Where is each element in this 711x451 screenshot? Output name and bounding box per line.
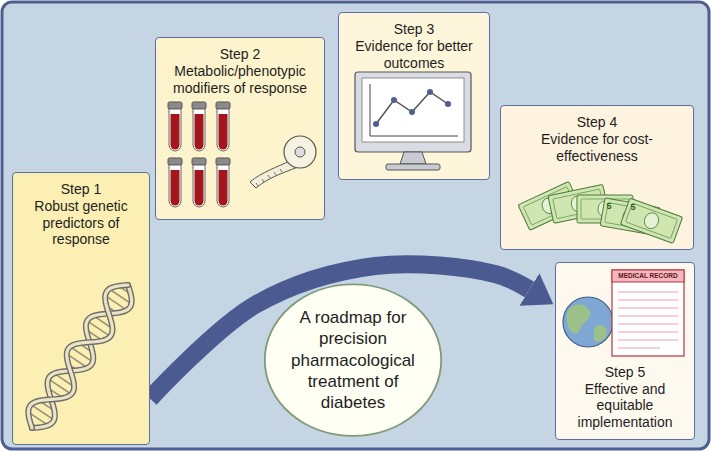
- step-description: Evidence for cost-effectiveness: [509, 131, 685, 165]
- dna-helix: [28, 285, 131, 428]
- banknote-value: 5: [603, 200, 615, 213]
- blood-tubes: [168, 102, 230, 207]
- banknotes: [518, 181, 683, 243]
- step-heading: Step 5: [564, 364, 686, 381]
- banknote-value: 5: [627, 201, 639, 214]
- step-description: Metabolic/phenotypic modifiers of respon…: [164, 63, 316, 97]
- step-description: Evidence for better outcomes: [347, 38, 481, 72]
- step-description: Effective and equitable implementation: [564, 381, 686, 431]
- tape-measure: [250, 136, 316, 188]
- step-heading: Step 3: [347, 21, 481, 38]
- medical-record: [612, 270, 684, 356]
- step-description: Robust genetic predictors of response: [21, 198, 141, 248]
- record-header: MEDICAL RECORD: [612, 271, 684, 280]
- step-heading: Step 1: [21, 181, 141, 198]
- center-ellipse: A roadmap for precision pharmacological …: [263, 282, 443, 438]
- roadmap-title: A roadmap for precision pharmacological …: [285, 307, 421, 413]
- step-heading: Step 2: [164, 46, 316, 63]
- step-heading: Step 4: [509, 114, 685, 131]
- computer-chart: [355, 72, 471, 170]
- globe: [563, 297, 613, 347]
